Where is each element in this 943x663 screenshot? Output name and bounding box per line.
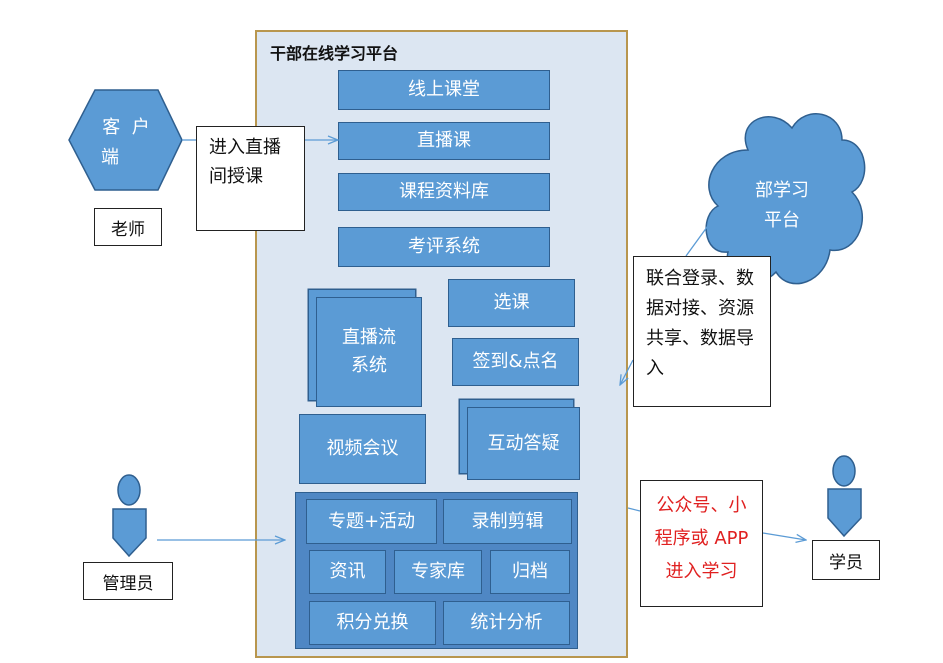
student-person-icon [827,455,862,538]
news-module: 资讯 [309,550,386,594]
online-class-module: 线上课堂 [338,70,550,110]
admin-label: 管理员 [83,562,173,600]
integration-note-line3: 共享、数据导 [646,328,754,349]
note-to-student-arrow [762,532,806,540]
teacher-label: 老师 [94,208,162,246]
expert-library-module: 专家库 [394,550,482,594]
live-course-module: 直播课 [338,122,550,160]
topic-activity-module: 专题+活动 [306,499,437,544]
video-meeting-module: 视频会议 [299,414,426,484]
student-label: 学员 [812,540,880,580]
integration-note-line4: 入 [646,358,664,379]
student-access-note: 公众号、小 程序或 APP 进入学习 [640,480,763,607]
client-label-line2: 端 [101,147,119,168]
platform-to-note-line [627,507,641,512]
ministry-platform-line2: 平台 [764,210,800,231]
integration-note-line2: 据对接、资源 [646,298,754,319]
sign-in-module: 签到&点名 [452,338,579,386]
student-note-line3: 进入学习 [665,561,738,582]
teacher-note: 进入直播 间授课 [196,126,305,231]
student-note-line1: 公众号、小 [656,495,747,516]
points-exchange-module: 积分兑换 [309,601,436,645]
course-selection-module: 选课 [448,279,575,327]
cloud-connector-line [685,211,719,257]
client-label-line1: 客 户 [102,117,150,138]
ministry-platform-line1: 部学习 [755,180,809,201]
interactive-qa-module: 互动答疑 [467,407,580,480]
evaluation-module: 考评系统 [338,227,550,267]
streaming-system-line1: 直播流 [342,327,396,348]
student-note-line2: 程序或 APP [654,528,749,549]
client-label: 客 户 端 [95,113,157,173]
ministry-platform-label: 部学习 平台 [742,176,822,236]
statistics-module: 统计分析 [443,601,570,645]
integration-arrow [620,359,634,385]
cloud-icon [705,113,866,285]
platform-title: 干部在线学习平台 [270,44,399,63]
archive-module: 归档 [490,550,570,594]
admin-person-icon [112,474,147,558]
streaming-system-module: 直播流 系统 [316,297,422,407]
teacher-note-line2: 间授课 [209,166,263,187]
teacher-note-line1: 进入直播 [209,137,281,158]
streaming-system-line2: 系统 [351,355,387,376]
integration-note: 联合登录、数 据对接、资源 共享、数据导 入 [633,256,771,407]
course-library-module: 课程资料库 [338,173,550,211]
integration-note-line1: 联合登录、数 [646,268,754,289]
record-edit-module: 录制剪辑 [443,499,572,544]
